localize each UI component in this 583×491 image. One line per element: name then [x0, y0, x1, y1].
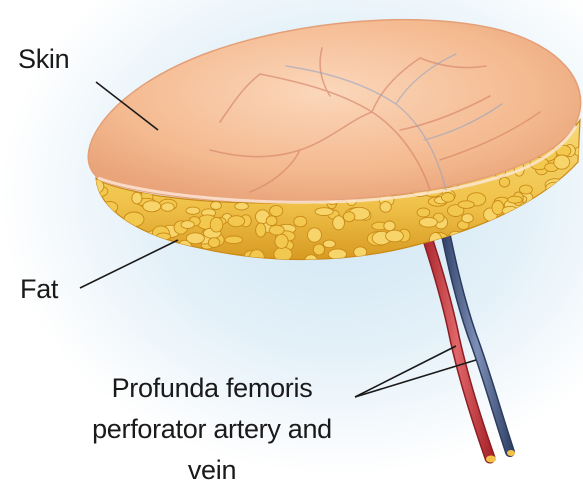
fat-globule — [417, 208, 430, 217]
fat-globule — [270, 205, 283, 216]
fat-globule — [419, 217, 437, 227]
fat-globule — [313, 244, 324, 255]
fat-label: Fat — [20, 274, 58, 305]
fat-globule — [323, 240, 335, 248]
fat-globule — [161, 203, 174, 212]
fat-globule — [384, 221, 395, 231]
fat-globule — [294, 216, 307, 227]
fat-globule — [225, 236, 243, 244]
fat-globule — [235, 202, 249, 210]
fat-globule — [211, 202, 222, 210]
artery-end — [486, 456, 496, 463]
fat-globule — [508, 196, 523, 203]
fat-globule — [275, 234, 288, 248]
fat-globule — [343, 212, 355, 222]
fat-globule — [132, 192, 142, 204]
fat-globule — [499, 177, 509, 187]
fat-globule — [308, 228, 322, 242]
fat-globule — [333, 216, 345, 230]
vein-end — [507, 450, 515, 456]
fat-globule — [210, 217, 223, 232]
fat-globule — [554, 155, 570, 169]
fat-globule — [186, 207, 200, 214]
fat-globule — [380, 202, 391, 213]
fat-globule — [228, 216, 245, 227]
fat-globule — [386, 230, 404, 242]
fat-globule — [458, 201, 474, 209]
fat-globule — [462, 214, 474, 223]
fat-globule — [492, 201, 504, 215]
fat-globule — [266, 216, 277, 226]
fat-globule — [143, 201, 161, 212]
fat-globule — [181, 221, 194, 229]
fat-globule — [186, 233, 204, 244]
skin-label: Skin — [18, 44, 69, 75]
fat-globule — [269, 225, 284, 235]
fat-globule — [256, 223, 266, 237]
fat-globule — [519, 185, 532, 194]
fat-globule — [315, 208, 333, 216]
fat-globule — [208, 238, 220, 248]
fat-globule — [442, 193, 455, 203]
vessels-label: Profunda femoris perforator artery and v… — [78, 368, 346, 491]
